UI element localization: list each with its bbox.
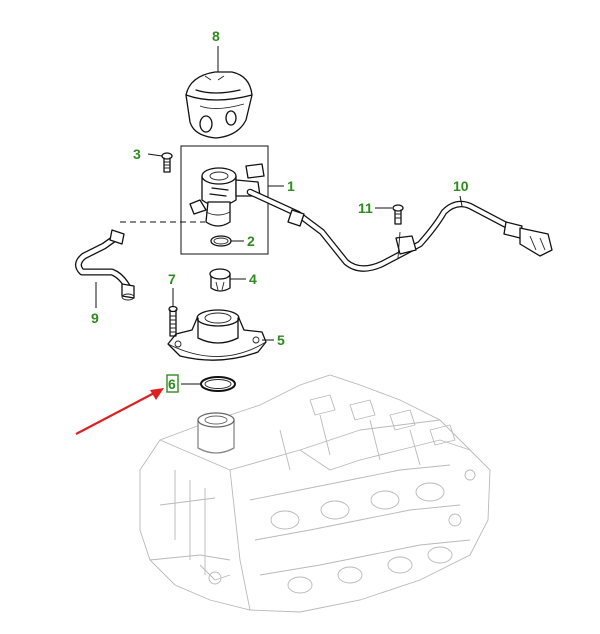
pump-bore-ghost — [197, 412, 235, 454]
cylinder-head-ghost — [139, 374, 491, 613]
part-2-o-ring — [210, 235, 232, 247]
callout-10: 10 — [453, 178, 469, 194]
highlight-box — [166, 374, 179, 393]
leader-lines — [95, 46, 463, 385]
part-11-bolt — [392, 204, 404, 225]
red-pointer-arrow — [75, 388, 164, 435]
callout-6: 6 — [168, 376, 176, 392]
callout-labels: 8 1 2 3 4 5 6 7 9 10 11 — [91, 28, 469, 393]
part-9-fuel-supply-hose — [75, 229, 135, 301]
callout-2: 2 — [247, 233, 255, 249]
callout-3: 3 — [133, 146, 141, 162]
callout-5: 5 — [277, 332, 285, 348]
part-10-high-pressure-fuel-line — [246, 188, 553, 272]
callout-9: 9 — [91, 310, 99, 326]
part-7-stud — [168, 305, 178, 337]
part-8-pump-cover — [185, 71, 253, 139]
part-4-roller-follower — [209, 268, 231, 292]
callout-4: 4 — [249, 271, 257, 287]
part-1-high-pressure-fuel-pump — [180, 145, 269, 255]
callout-11: 11 — [358, 200, 373, 216]
part-3-bolt — [161, 152, 173, 173]
part-5-pump-housing — [167, 309, 267, 361]
callout-8: 8 — [212, 28, 220, 44]
part-6-seal-ring — [200, 376, 236, 392]
callout-7: 7 — [168, 271, 176, 287]
callout-1: 1 — [287, 178, 295, 194]
